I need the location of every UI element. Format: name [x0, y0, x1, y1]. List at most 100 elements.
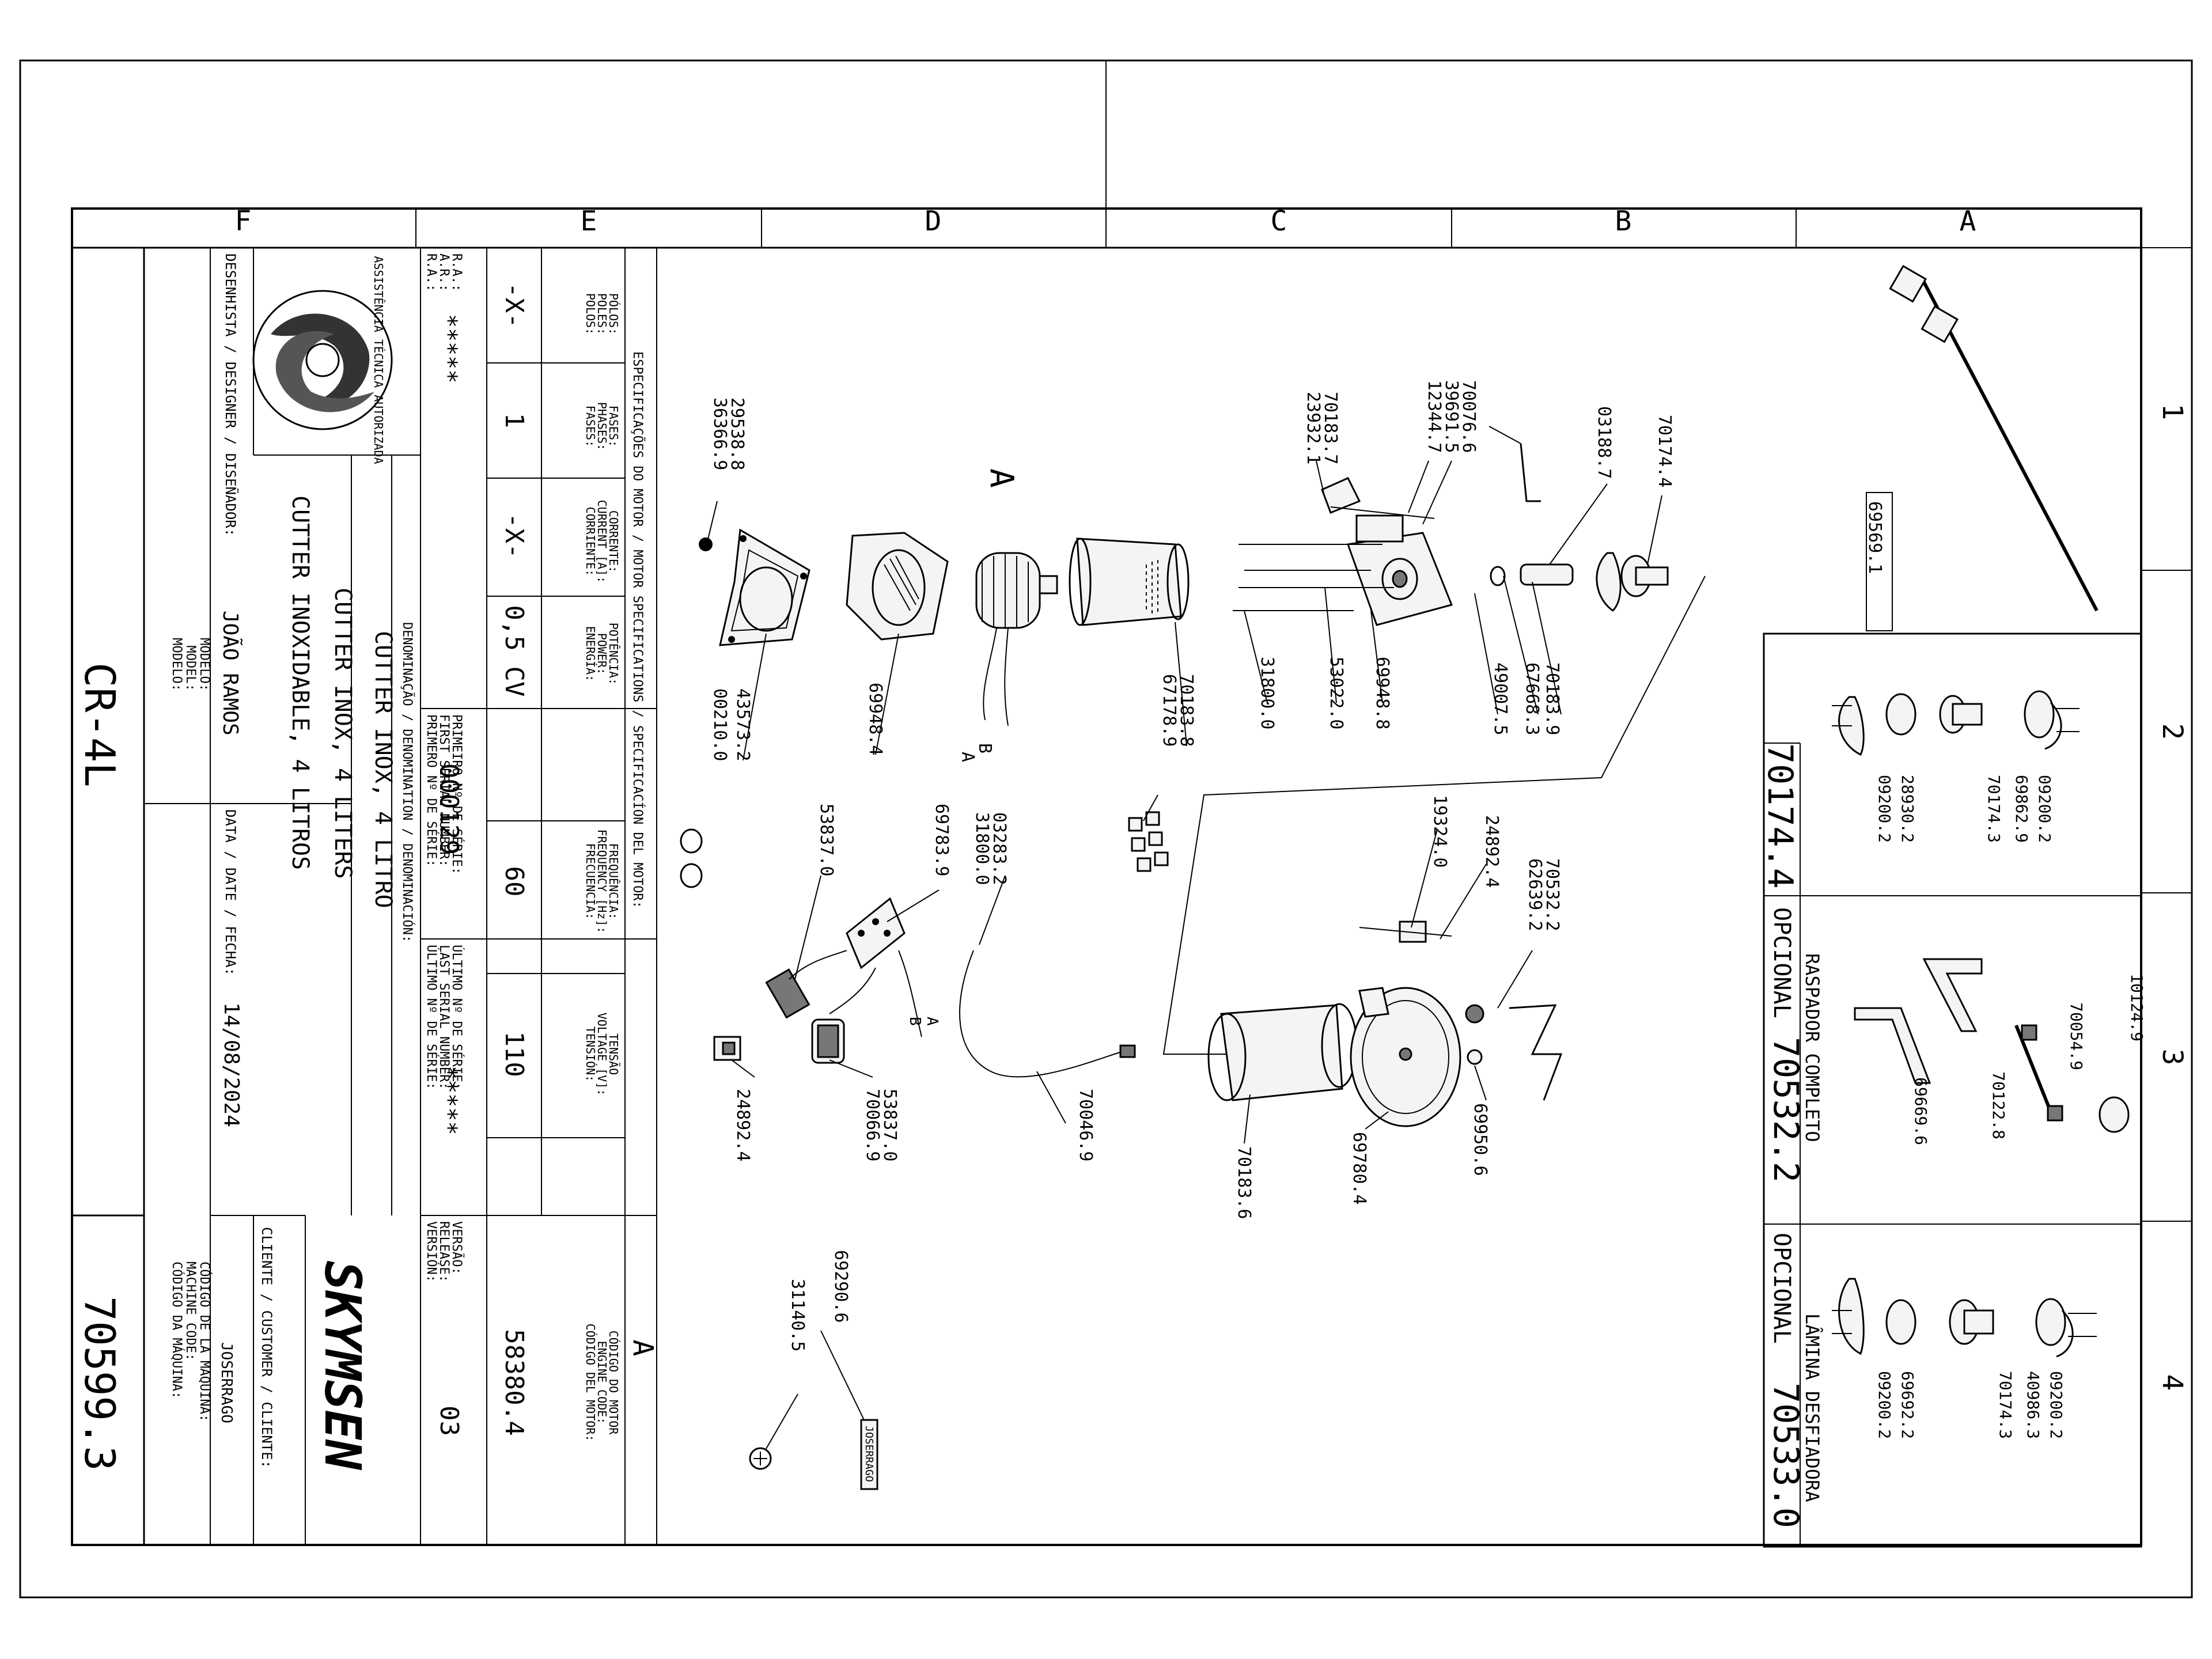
detail-ref-letter: A: [983, 468, 1020, 488]
part-number: 70054.9: [2067, 1002, 2086, 1070]
part-number: 24892.4: [733, 1089, 753, 1161]
spec-label: VOLTAGE [V]:: [595, 1013, 609, 1096]
option-title: LÂMINA DESFIADORA: [1801, 1313, 1823, 1502]
bowl-lid: [1350, 987, 1461, 1127]
grid-column-label: C: [1271, 205, 1287, 237]
motor-housing: [1069, 537, 1190, 626]
version-value: 03: [434, 1406, 464, 1436]
first-serial-label: PRIMEIRO Nº DE SÉRIE:: [449, 714, 464, 874]
spec-label: TENSIÓN:: [584, 1027, 597, 1082]
part-number: 36366.9: [710, 397, 730, 470]
part-number: 69948.8: [1372, 657, 1392, 729]
part-number: 70066.9: [862, 1089, 882, 1161]
part-number: 31800.0: [1257, 657, 1277, 729]
o-ring-part: [680, 828, 703, 854]
part-number: 70122.8: [1989, 1071, 2008, 1139]
spec-label: POTÊNCIA:: [607, 623, 620, 685]
part-number: 69290.6: [831, 1250, 851, 1323]
machine-code-label: MACHINE CODE:: [183, 1262, 198, 1361]
part-number: 09200.2: [1875, 775, 1894, 843]
option-label: OPCIONAL: [1768, 907, 1795, 1018]
wire-label: B: [975, 743, 995, 753]
engine-code-label: ENGINE CODE:: [595, 1341, 609, 1425]
bowl: [1207, 1003, 1358, 1101]
gear-housing: [1321, 477, 1453, 626]
part-number: 00210.0: [710, 688, 730, 761]
clip-parts: [1128, 811, 1169, 872]
spec-label: CORRIENTE:: [584, 507, 597, 576]
grid-row-label: 3: [2156, 1049, 2188, 1066]
spec-label: FRECUENCIA:: [584, 843, 597, 919]
part-number: 69692.2: [1898, 1371, 1917, 1439]
blade-hub: [1596, 552, 1669, 612]
title-block: [72, 248, 657, 1545]
denomination-label: DENOMINAÇÃO / DENOMINATION / DENOMINACIÓ…: [400, 622, 415, 942]
model-name: CR-4L: [75, 662, 124, 787]
part-number: 67668.3: [1522, 662, 1542, 735]
last-serial-value: *****: [435, 1066, 461, 1135]
scraper-assembly: [1854, 958, 2130, 1133]
part-number: 70174.3: [1996, 1371, 2015, 1439]
fan-cover: [846, 532, 949, 641]
engine-code: 58380.4: [499, 1329, 529, 1435]
lid-handle: [1465, 1004, 1563, 1101]
part-number: 12344.7: [1424, 380, 1444, 453]
option-code: 70532.2: [1766, 1037, 1806, 1183]
option-code: 70533.0: [1766, 1382, 1806, 1528]
spec-value: 60: [499, 866, 529, 897]
spec-label: POLOS:: [584, 293, 597, 335]
customer-label: CLIENTE / CUSTOMER / CLIENTE:: [259, 1227, 275, 1468]
part-number: 70076.6: [1459, 380, 1479, 453]
machine-code: 70599.3: [75, 1296, 124, 1471]
assembly-guide-line: [1162, 575, 1706, 1055]
control-board: [829, 897, 922, 1037]
part-number: 70183.8: [1176, 674, 1196, 747]
optional-parts-panel: 69569.1 70174.4 OPCIONAL RASPADOR COMPLE…: [1760, 264, 2146, 1548]
grid-row-label: 4: [2156, 1374, 2188, 1391]
engine-code-label: CÓDIGO DEL MOTOR:: [584, 1324, 597, 1442]
grid-row-dividers: [2141, 570, 2192, 1222]
ra-value: *****: [435, 314, 461, 383]
grid-row-label: 1: [2156, 404, 2188, 421]
part-number: 53022.0: [1326, 657, 1346, 729]
main-exploded-view: A B A: [680, 380, 1706, 1490]
terminal-block: [713, 1036, 741, 1061]
part-number: 69783.9: [931, 804, 952, 876]
housing-bolts: [1233, 506, 1435, 611]
spec-value: 0,5 CV: [499, 605, 529, 697]
denomination-line: CUTTER INOXIDABLE, 4 LITROS: [287, 495, 313, 870]
pin-part: [1520, 443, 1541, 502]
machine-code-label: CÓDIGO DE LA MAQUINA:: [197, 1262, 212, 1422]
part-number: 09200.2: [2035, 775, 2054, 843]
grid-column-label: F: [235, 205, 252, 237]
rod-bracket: [1921, 305, 1959, 343]
engine-ref-letter: A: [627, 1340, 659, 1357]
brand-logo: SKYMSEN: [313, 1261, 371, 1471]
part-number: 53837.0: [880, 1089, 900, 1161]
spec-label: CORRENTE:: [607, 510, 620, 573]
title-block-text: CR-4L MODELO: MODEL: MODELO: 70599.3 CÓD…: [75, 253, 659, 1471]
drive-shaft: [1490, 563, 1574, 586]
rod-bracket: [1889, 264, 1927, 303]
rotary-switch: [811, 1018, 845, 1064]
wire-label: A: [923, 1017, 941, 1026]
part-number: 53837.0: [816, 804, 836, 876]
part-number: 03283.2: [989, 812, 1009, 885]
part-number: 69569.1: [1865, 501, 1885, 574]
part-number: 24892.4: [1482, 815, 1502, 888]
lid-latch: [1359, 921, 1452, 943]
spec-value: 1: [499, 413, 529, 429]
part-number: 31140.5: [787, 1279, 808, 1351]
last-serial-label: LAST SERIAL NUMBER:: [437, 945, 451, 1090]
option-label: OPCIONAL: [1768, 1233, 1795, 1344]
grid-column-label: E: [581, 205, 597, 237]
denomination-line: CUTTER INOX, 4 LITERS: [329, 588, 356, 879]
grid-column-label: B: [1615, 205, 1632, 237]
spec-label: FASES:: [584, 406, 597, 447]
engine-code-label: CÓDIGO DO MOTOR: [607, 1331, 620, 1435]
ra-label: R.A.:: [449, 253, 464, 291]
motor-spec-title: ESPECIFICAÇÕES DO MOTOR / MOTOR SPECIFIC…: [630, 351, 646, 908]
spec-label: CURRENT [A]:: [595, 500, 609, 584]
first-serial-label: PRIMERO Nº DE SÉRIE:: [424, 714, 439, 867]
